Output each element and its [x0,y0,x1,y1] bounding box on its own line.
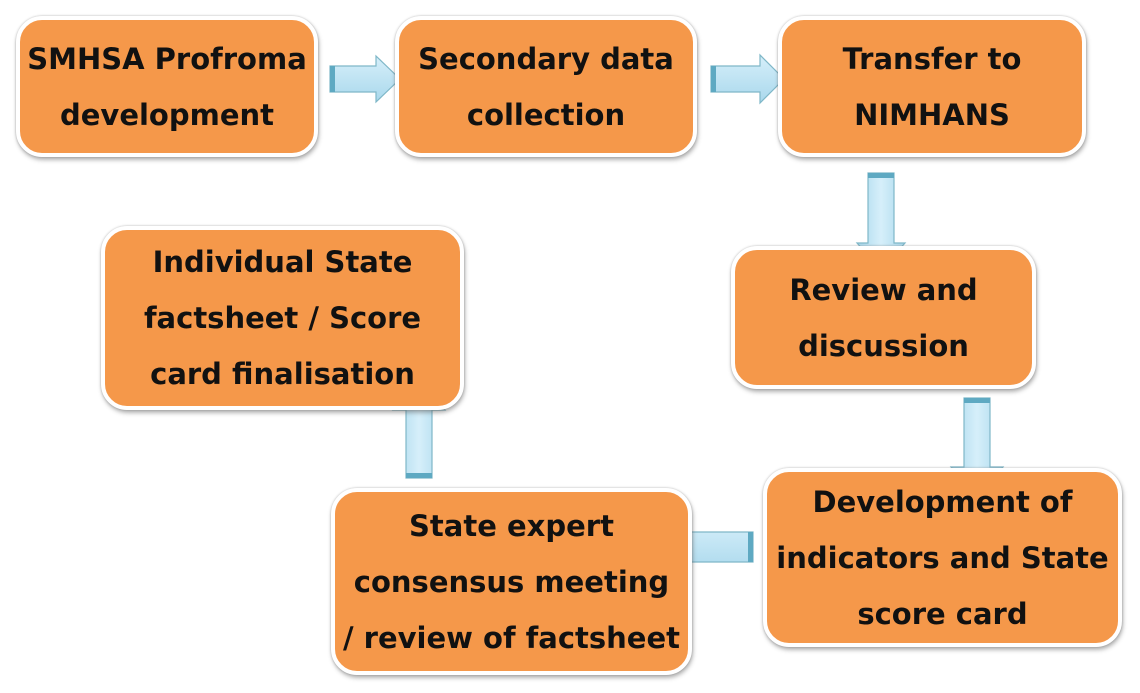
arrow-right-icon [329,54,401,104]
step-review-and-discussion: Review and discussion [731,246,1036,389]
step-development-of-indicators: Development of indicators and State scor… [763,468,1122,647]
step-line: State expert [409,508,614,543]
step-line: / review of factsheet [342,620,681,655]
step-line: Transfer to [842,41,1022,76]
step-line: development [59,97,275,132]
step-line: Review and [789,272,978,307]
step-state-expert-consensus-meeting: State expert consensus meeting / review … [331,488,692,675]
step-line: card finalisation [150,357,415,391]
step-line: consensus meeting [353,564,670,599]
step-line: NIMHANS [854,97,1010,132]
step-line: score card [857,596,1028,631]
step-line: Individual State [152,245,413,279]
step-line: indicators and State [776,540,1109,575]
step-secondary-data-collection: Secondary data collection [395,16,697,157]
step-individual-state-factsheet-finalisation: Individual State factsheet / Score card … [101,226,464,410]
step-line: Development of [812,484,1073,519]
step-transfer-to-nimhans: Transfer to NIMHANS [778,16,1086,157]
step-line: Secondary data [418,41,674,76]
step-line: collection [466,97,626,132]
step-line: factsheet / Score [143,301,422,335]
step-line: discussion [798,328,969,363]
arrow-right-icon [710,53,785,105]
step-line: SMHSA Profroma [27,41,307,76]
step-smhsa-proforma-development: SMHSA Profroma development [16,16,318,157]
